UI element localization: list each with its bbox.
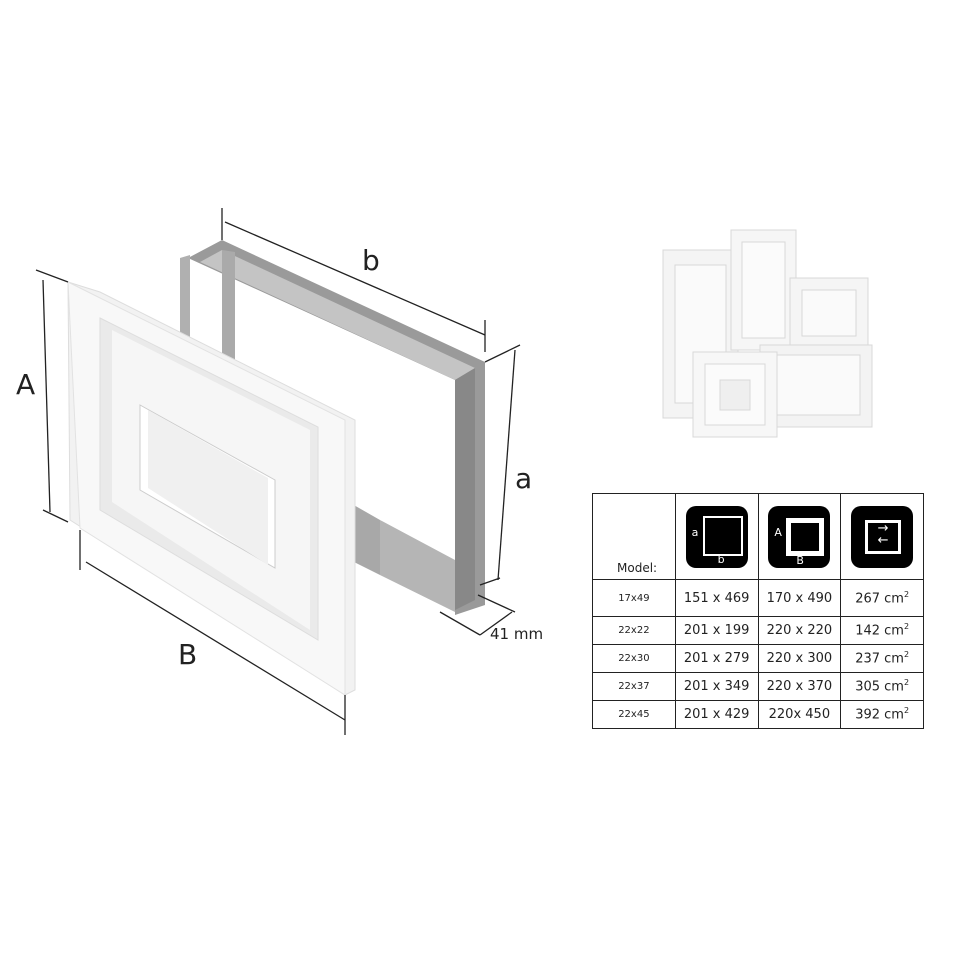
airflow-area-icon: →← (851, 505, 914, 568)
cell-model: 22x22 (592, 616, 676, 645)
cell-outer: 170 x 490 (757, 579, 842, 617)
unit-superscript: 2 (903, 678, 910, 688)
icon-letter: B (796, 553, 804, 567)
cell-model: 22x30 (592, 644, 676, 673)
grille-variants-image (662, 229, 873, 438)
cell-inner: 201 x 199 (674, 616, 759, 645)
cell-outer: 220 x 300 (757, 644, 842, 673)
label-outer-height: A (16, 368, 36, 401)
cell-outer: 220 x 370 (757, 672, 842, 701)
unit-superscript: 2 (903, 650, 910, 660)
unit-superscript: 2 (903, 622, 910, 632)
icon-letter: a (691, 525, 699, 539)
cell-inner: 201 x 429 (674, 700, 759, 729)
cell-outer: 220x 450 (757, 700, 842, 729)
cell-model: 22x45 (592, 700, 676, 729)
cell-model: 22x37 (592, 672, 676, 701)
cell-outer: 220 x 220 (757, 616, 842, 645)
icon-letter: A (774, 525, 782, 539)
cell-area: 237 cm2 (840, 644, 924, 673)
cell-inner: 201 x 279 (674, 644, 759, 673)
cell-area: 392 cm2 (840, 700, 924, 729)
table-header-row: Model: a b A B →← (592, 493, 924, 580)
cell-inner: 151 x 469 (674, 579, 759, 617)
model-header: Model: (592, 493, 676, 580)
cell-area: 142 cm2 (840, 616, 924, 645)
cell-area: 267 cm2 (840, 579, 924, 617)
inner-dimensions-icon: a b (685, 505, 748, 568)
label-inner-width: b (362, 244, 380, 277)
icon-letter: b (717, 552, 725, 566)
cell-area: 305 cm2 (840, 672, 924, 701)
dimension-lines (35, 208, 521, 735)
outer-dimensions-icon: A B (768, 505, 831, 568)
label-inner-height: a (515, 462, 533, 495)
label-depth: 41 mm (490, 625, 544, 643)
label-outer-width: B (178, 638, 198, 671)
unit-superscript: 2 (903, 589, 910, 599)
unit-superscript: 2 (903, 706, 910, 716)
cell-inner: 201 x 349 (674, 672, 759, 701)
cell-model: 17x49 (592, 579, 676, 617)
white-vent-frame (67, 281, 356, 696)
